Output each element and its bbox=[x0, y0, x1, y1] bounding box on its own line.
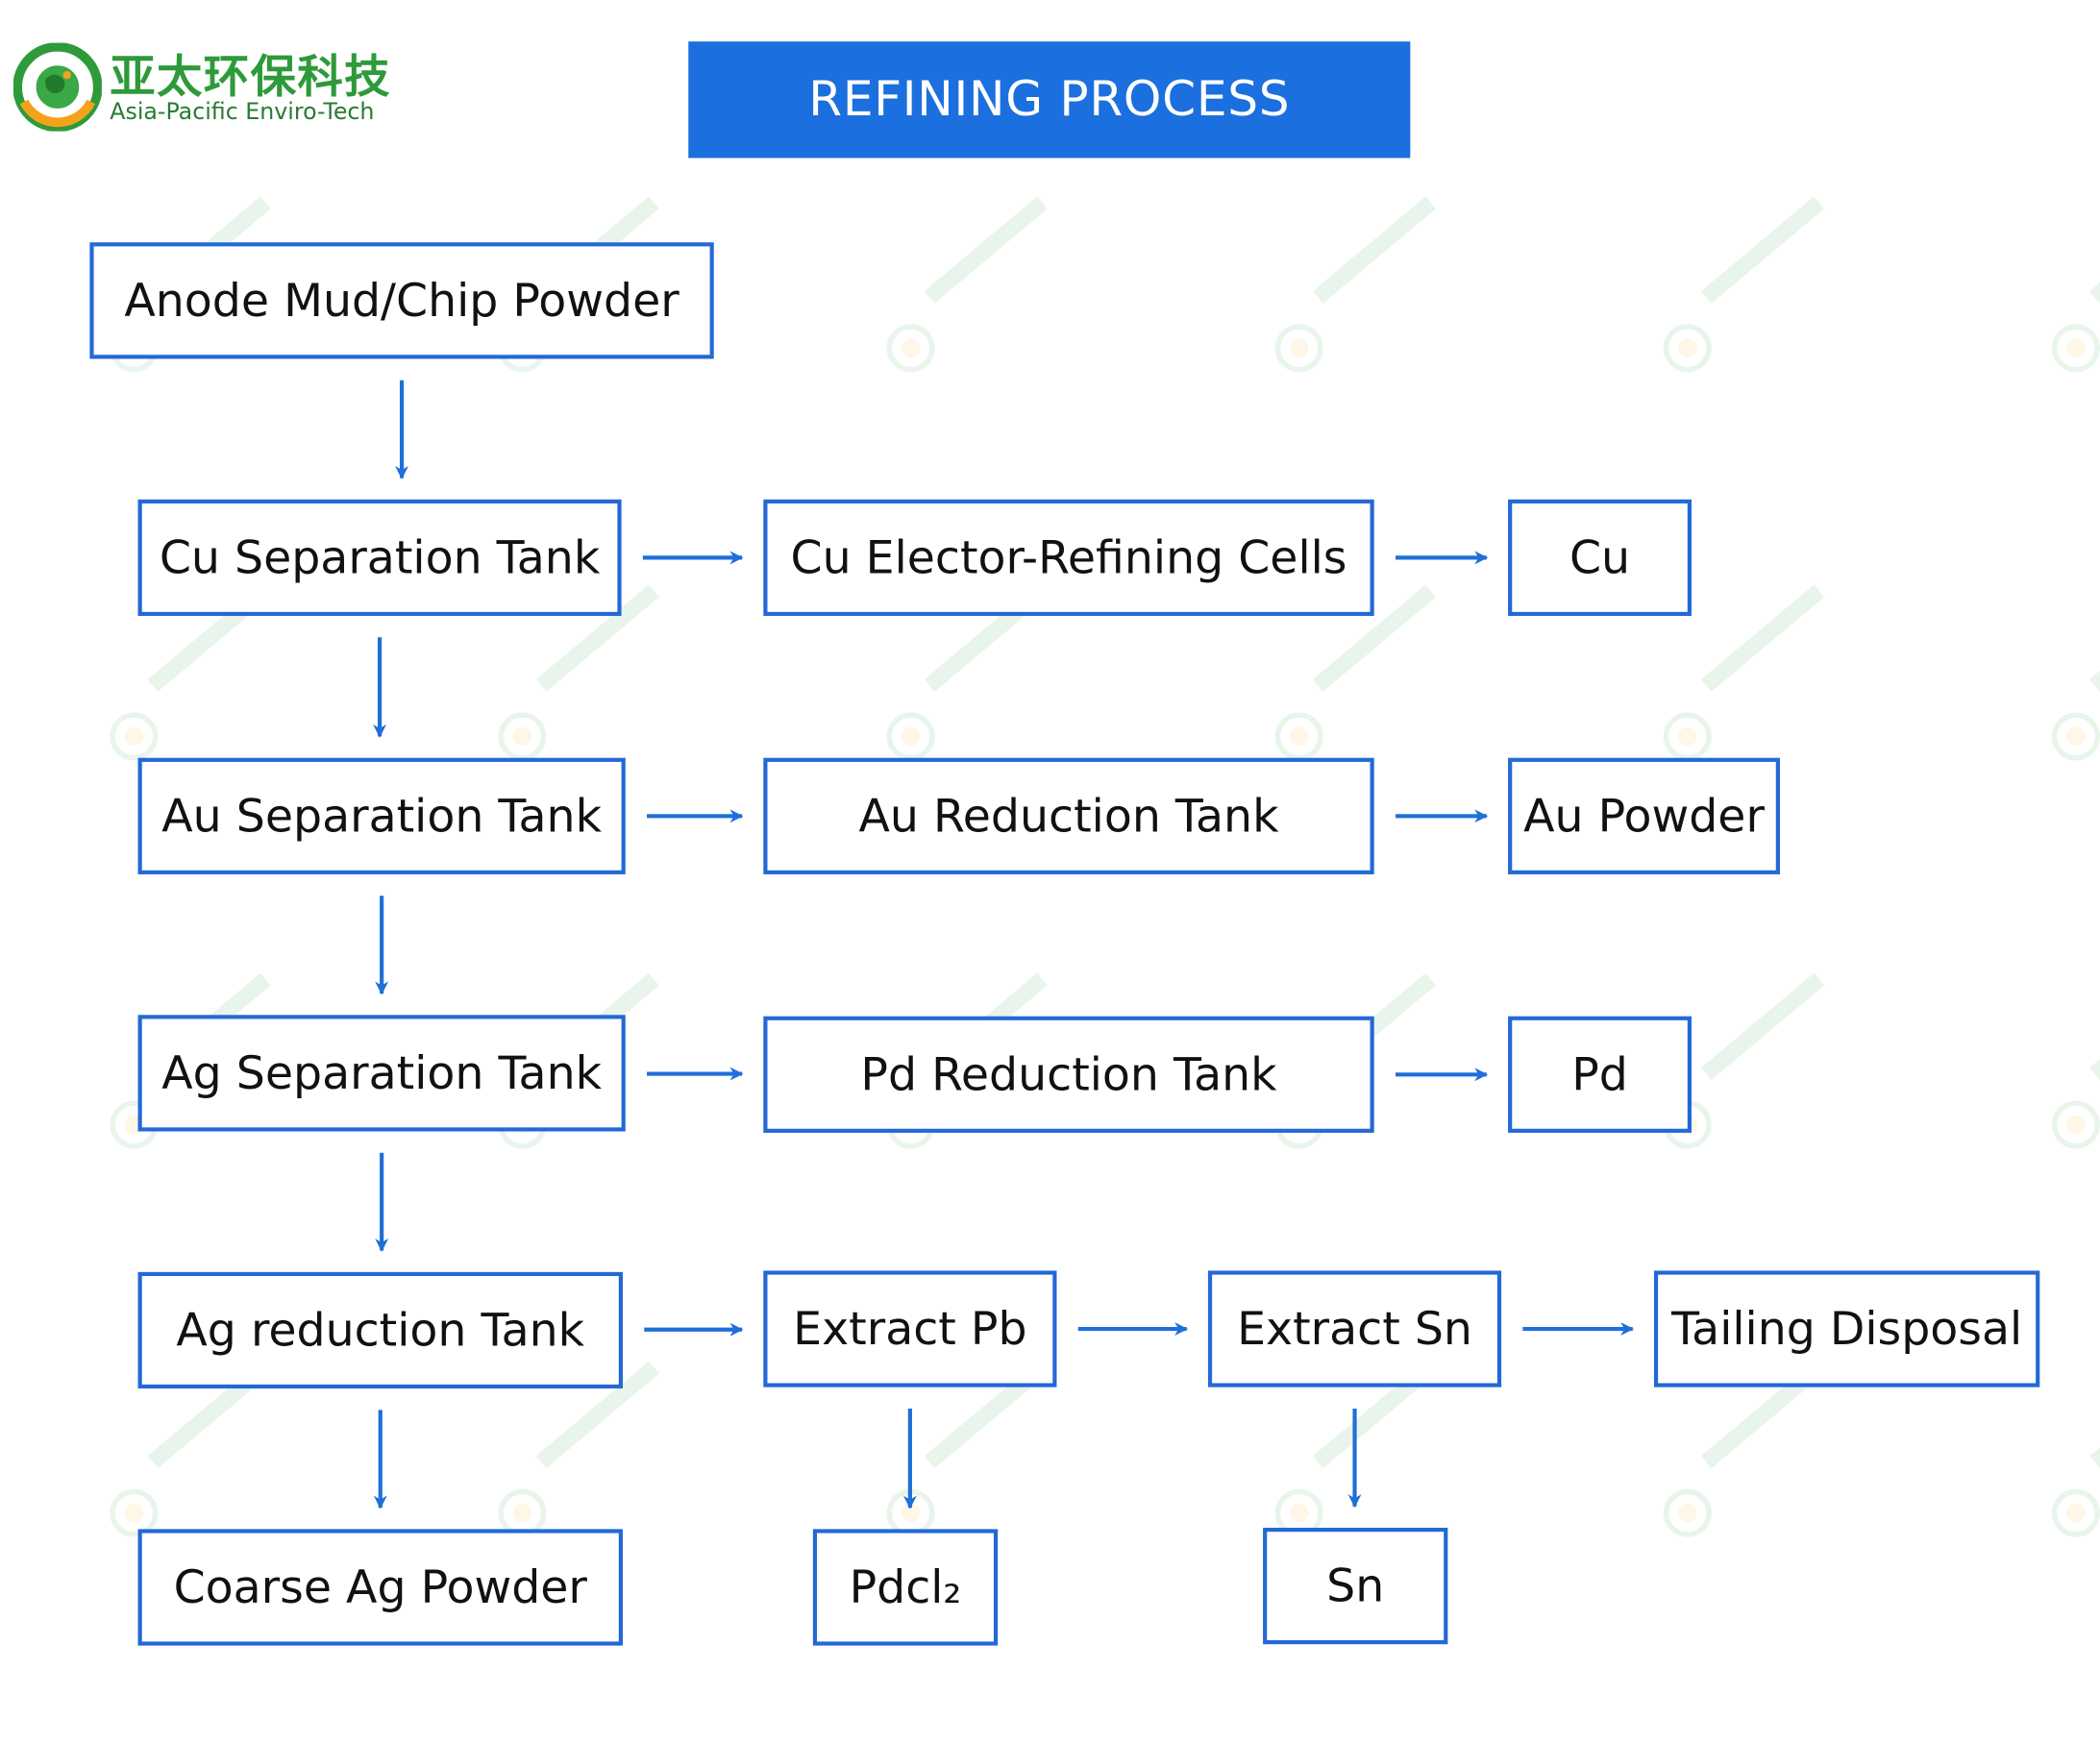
page-title: REFINING PROCESS bbox=[688, 41, 1411, 159]
node-label: Pdcl₂ bbox=[849, 1560, 962, 1614]
node-label: Coarse Ag Powder bbox=[173, 1560, 587, 1614]
node-ag-reduction-tank: Ag reduction Tank bbox=[137, 1271, 623, 1389]
node-label: Pd bbox=[1571, 1047, 1628, 1102]
node-extract-sn: Extract Sn bbox=[1207, 1270, 1502, 1387]
node-pd-reduction-tank: Pd Reduction Tank bbox=[763, 1016, 1374, 1133]
node-sn: Sn bbox=[1263, 1527, 1448, 1645]
node-cu-separation-tank: Cu Separation Tank bbox=[137, 499, 622, 617]
node-label: Extract Sn bbox=[1237, 1302, 1472, 1356]
globe-logo-icon bbox=[12, 42, 102, 132]
node-ag-separation-tank: Ag Separation Tank bbox=[137, 1015, 626, 1132]
node-label: Anode Mud/Chip Powder bbox=[124, 273, 679, 328]
node-label: Sn bbox=[1326, 1559, 1385, 1613]
node-label: Extract Pb bbox=[793, 1302, 1027, 1356]
node-label: Ag reduction Tank bbox=[176, 1303, 585, 1358]
node-au-separation-tank: Au Separation Tank bbox=[137, 757, 626, 874]
node-au-powder: Au Powder bbox=[1508, 757, 1780, 874]
node-tailing-disposal: Tailing Disposal bbox=[1653, 1270, 2040, 1387]
node-label: Au Separation Tank bbox=[161, 789, 603, 844]
node-pd: Pd bbox=[1508, 1016, 1692, 1133]
node-pdcl2: Pdcl₂ bbox=[812, 1529, 999, 1646]
node-label: Pd Reduction Tank bbox=[860, 1047, 1277, 1102]
node-label: Au Powder bbox=[1523, 789, 1765, 844]
node-cu-refining-cells: Cu Elector-Refining Cells bbox=[763, 499, 1374, 617]
node-extract-pb: Extract Pb bbox=[763, 1270, 1057, 1387]
logo-name-en: Asia-Pacific Enviro-Tech bbox=[110, 99, 375, 126]
node-label: Cu Separation Tank bbox=[159, 530, 601, 585]
node-anode-mud: Anode Mud/Chip Powder bbox=[89, 242, 714, 359]
node-coarse-ag-powder: Coarse Ag Powder bbox=[137, 1529, 623, 1646]
node-label: Cu Elector-Refining Cells bbox=[790, 530, 1347, 585]
node-label: Tailing Disposal bbox=[1671, 1302, 2023, 1356]
node-label: Cu bbox=[1569, 530, 1631, 585]
node-label: Ag Separation Tank bbox=[161, 1046, 603, 1100]
node-label: Au Reduction Tank bbox=[858, 789, 1279, 844]
node-cu: Cu bbox=[1508, 499, 1692, 617]
node-au-reduction-tank: Au Reduction Tank bbox=[763, 757, 1374, 874]
logo-name-cn: 亚太环保科技 bbox=[110, 50, 391, 105]
